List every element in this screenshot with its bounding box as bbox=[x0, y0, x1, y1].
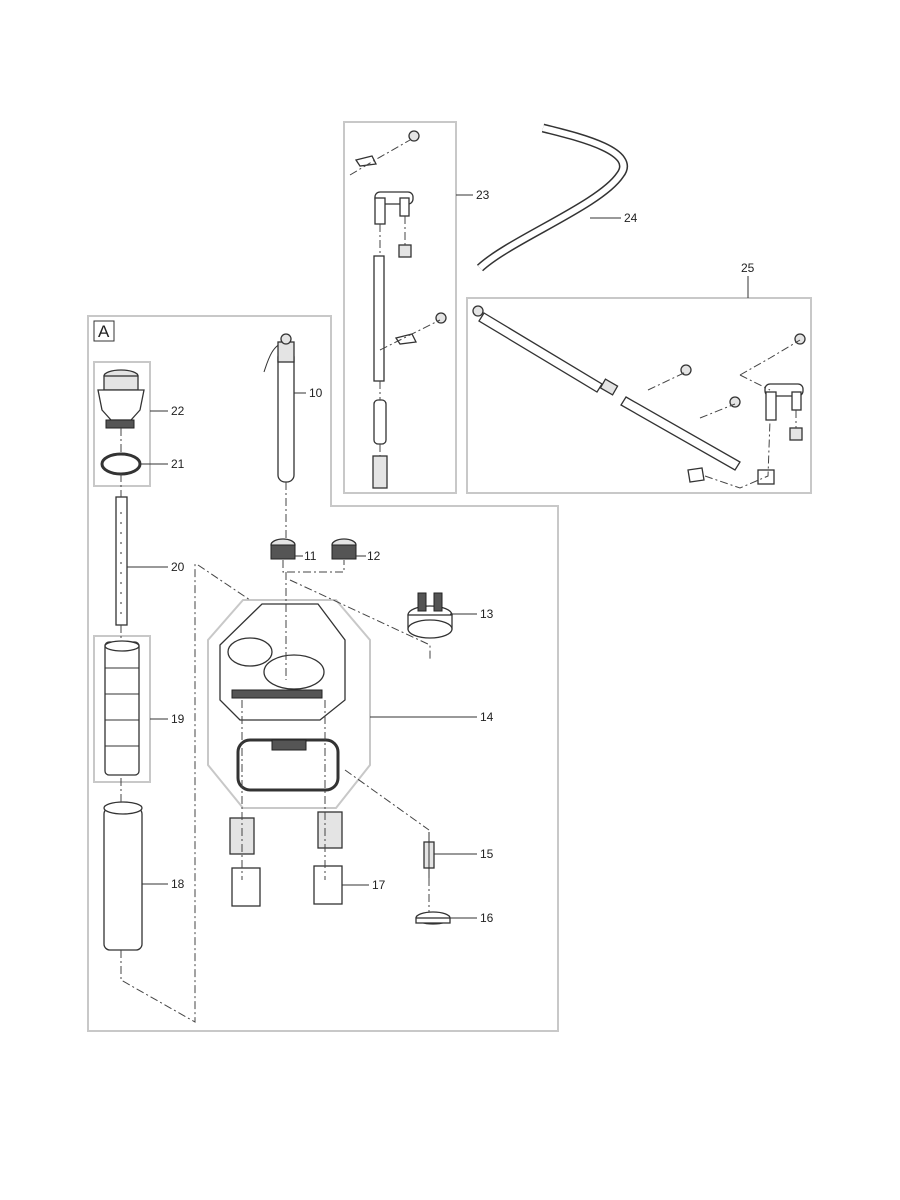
part-label-15: 15 bbox=[480, 847, 494, 861]
part-label-10: 10 bbox=[309, 386, 323, 400]
part-label-17: 17 bbox=[372, 878, 386, 892]
group-label-box bbox=[93, 320, 115, 342]
part-label-18: 18 bbox=[171, 877, 185, 891]
part-label-23: 23 bbox=[476, 188, 490, 202]
part-14-filter-head bbox=[219, 603, 346, 792]
group-a-frame bbox=[87, 315, 559, 1032]
part-19-frame bbox=[93, 635, 151, 783]
part-13-adapter bbox=[407, 592, 453, 639]
part-label-24: 24 bbox=[624, 211, 638, 225]
part-20-intake-tube bbox=[115, 496, 128, 626]
part-23-frame bbox=[343, 121, 457, 494]
part-label-11: 11 bbox=[304, 549, 317, 563]
assembly-lines bbox=[120, 139, 801, 1023]
part-19-foam-segments bbox=[104, 640, 140, 776]
part-25-spray-bar bbox=[472, 305, 806, 485]
part-21-22-frame bbox=[93, 361, 151, 487]
part-label-19: 19 bbox=[171, 712, 185, 726]
part-label-20: 20 bbox=[171, 560, 185, 574]
part-label-25: 25 bbox=[741, 261, 755, 275]
part-label-22: 22 bbox=[171, 404, 185, 418]
part-18-prefilter-housing bbox=[103, 801, 143, 951]
part-21-o-ring bbox=[100, 452, 142, 476]
part-label-14: 14 bbox=[480, 710, 494, 724]
part-14-frame bbox=[207, 599, 371, 809]
part-10-heater bbox=[263, 333, 295, 483]
part-label-21: 21 bbox=[171, 457, 185, 471]
part-12-clip bbox=[331, 538, 357, 560]
part-23-outlet-set bbox=[354, 130, 447, 489]
part-15-impeller bbox=[423, 832, 435, 878]
part-label-13: 13 bbox=[480, 607, 494, 621]
part-25-frame bbox=[466, 297, 812, 494]
part-16-impeller-cover bbox=[415, 911, 451, 925]
group-label: A bbox=[98, 322, 110, 341]
part-11-clip bbox=[270, 538, 296, 560]
leader-lines bbox=[127, 194, 749, 919]
part-label-12: 12 bbox=[367, 549, 381, 563]
part-17-latches bbox=[229, 811, 343, 907]
part-label-16: 16 bbox=[480, 911, 494, 925]
part-22-prefilter-head bbox=[97, 369, 145, 429]
